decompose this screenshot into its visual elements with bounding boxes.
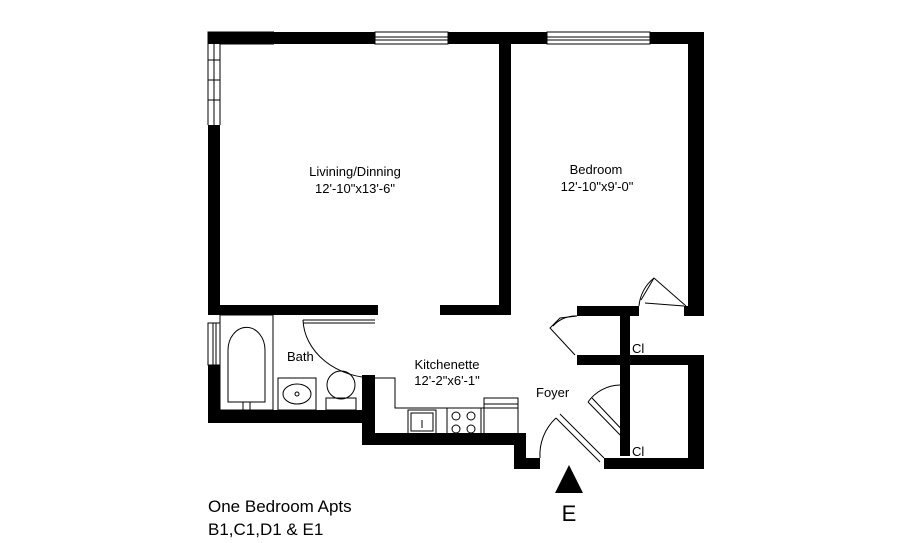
closet-lower-label: Cl bbox=[632, 444, 644, 459]
closet-upper-label: Cl bbox=[632, 341, 644, 356]
wall-left-upper bbox=[208, 125, 220, 315]
wall-right-lower bbox=[688, 357, 704, 469]
wall-bath-bottom bbox=[208, 410, 363, 423]
window-bath bbox=[207, 322, 221, 366]
bedroom-size: 12'-10"x9'-0" bbox=[561, 179, 634, 194]
room-labels: Livining/Dinning 12'-10"x13'-6" Bedroom … bbox=[287, 162, 644, 526]
wall-bedroom-bottom-right bbox=[684, 306, 704, 316]
wall-partition-vertical bbox=[499, 32, 511, 305]
wall-living-bottom-right bbox=[440, 305, 511, 315]
kitchen-size: 12'-2"x6'-1" bbox=[414, 373, 480, 388]
bath-name: Bath bbox=[287, 349, 314, 364]
wall-right-upper bbox=[688, 32, 704, 314]
walls bbox=[208, 32, 704, 469]
wall-living-bottom-left bbox=[208, 305, 378, 315]
entrance-arrow-icon bbox=[555, 465, 583, 493]
wall-left-lower bbox=[208, 365, 220, 423]
wall-kitchen-bottom bbox=[362, 433, 526, 445]
fixtures bbox=[219, 314, 519, 437]
wall-closet-divider-horizontal bbox=[577, 355, 704, 365]
entrance-label: E bbox=[562, 501, 577, 526]
toilet bbox=[325, 370, 357, 411]
kitchen-name: Kitchenette bbox=[414, 357, 479, 372]
wall-closet-divider-vertical bbox=[620, 306, 630, 456]
wall-bottom-right bbox=[604, 458, 704, 469]
living-room-size: 12'-10"x13'-6" bbox=[315, 181, 395, 196]
bath-sink bbox=[277, 377, 317, 411]
door-closet-upper bbox=[638, 277, 687, 307]
bathtub bbox=[219, 314, 274, 411]
window-top-right bbox=[546, 31, 651, 45]
door-closet-lower bbox=[587, 384, 629, 441]
door-bath bbox=[302, 319, 376, 379]
wall-top-middle bbox=[448, 32, 547, 44]
caption-units: B1,C1,D1 & E1 bbox=[208, 520, 324, 539]
window-bay-corner bbox=[207, 31, 274, 125]
wall-entry-left-foot bbox=[514, 458, 540, 469]
stove bbox=[446, 407, 482, 437]
wall-bedroom-bottom bbox=[577, 306, 639, 316]
door-bedroom bbox=[549, 315, 578, 356]
foyer-name: Foyer bbox=[536, 385, 570, 400]
caption-title: One Bedroom Apts bbox=[208, 497, 352, 516]
door-entry bbox=[539, 413, 605, 463]
living-room-name: Livining/Dinning bbox=[309, 164, 401, 179]
bedroom-name: Bedroom bbox=[570, 162, 623, 177]
windows bbox=[207, 31, 651, 366]
window-top-left bbox=[374, 31, 449, 45]
doors bbox=[302, 277, 687, 463]
refrigerator bbox=[483, 397, 519, 435]
wall-kitchen-left bbox=[362, 375, 375, 445]
